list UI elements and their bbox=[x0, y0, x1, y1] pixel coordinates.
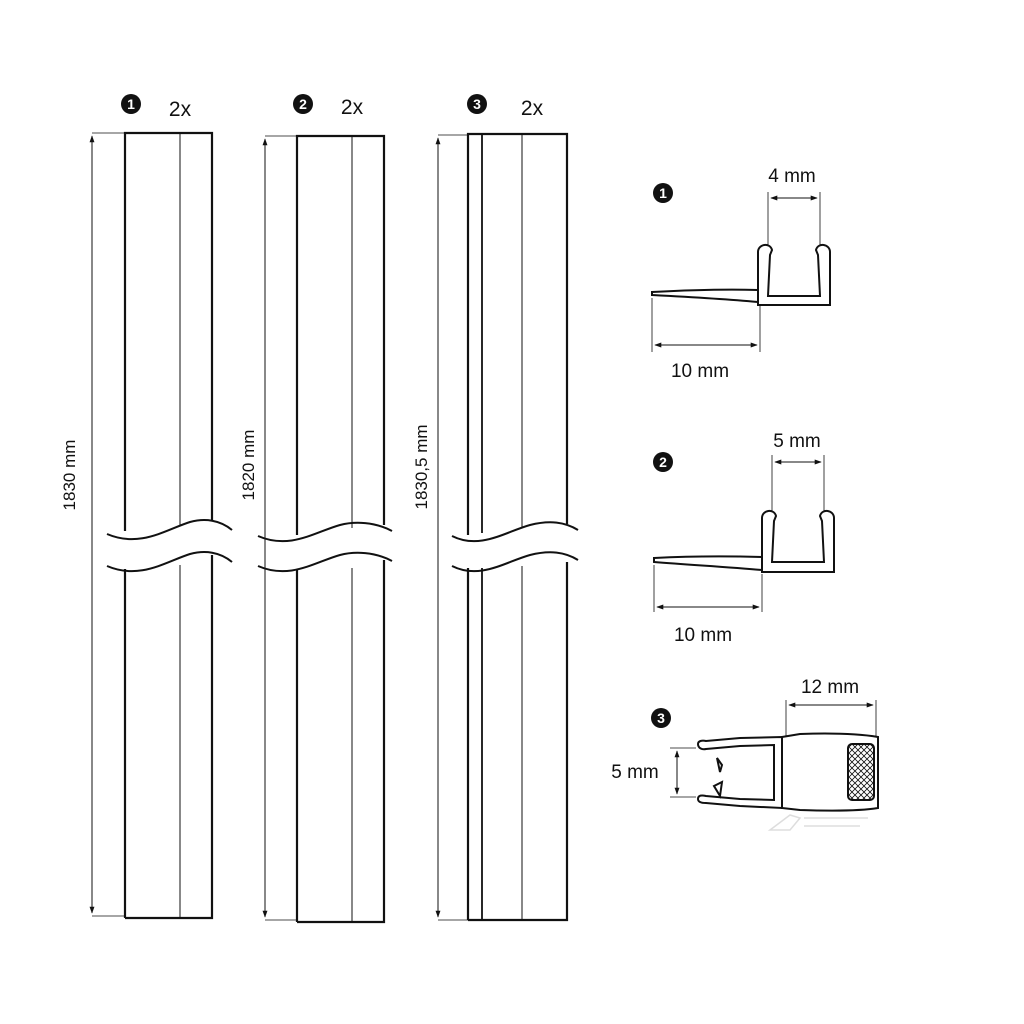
profile-1-flap-label: 10 mm bbox=[671, 361, 729, 382]
strip-2-body bbox=[257, 134, 393, 924]
profile-2-shape bbox=[653, 510, 835, 573]
strip-2: 2 2x 1820 mm bbox=[239, 94, 393, 924]
strip-3-quantity: 2x bbox=[521, 97, 544, 120]
profile-1-number-badge: 1 bbox=[653, 183, 673, 203]
svg-text:2: 2 bbox=[299, 96, 307, 112]
svg-text:2: 2 bbox=[659, 454, 667, 470]
strip-1-number-badge: 1 bbox=[121, 94, 141, 114]
strip-2-number-badge: 2 bbox=[293, 94, 313, 114]
strip-1-body bbox=[106, 131, 233, 920]
profile-1: 1 4 mm 10 mm bbox=[651, 166, 831, 382]
svg-text:1: 1 bbox=[127, 96, 135, 112]
strip-1: 1 2x 1830 mm bbox=[60, 94, 233, 920]
profile-3-magnet-strip bbox=[847, 743, 875, 801]
svg-text:3: 3 bbox=[473, 96, 481, 112]
strip-1-quantity: 2x bbox=[169, 98, 192, 121]
svg-text:3: 3 bbox=[657, 710, 665, 726]
strip-1-length-label: 1830 mm bbox=[60, 440, 79, 511]
strip-2-quantity: 2x bbox=[341, 96, 364, 119]
profile-1-width-label: 4 mm bbox=[768, 166, 816, 187]
profile-3-width-label: 12 mm bbox=[801, 677, 859, 698]
profile-3-number-badge: 3 bbox=[651, 708, 671, 728]
profile-2-flap-label: 10 mm bbox=[674, 625, 732, 646]
strip-3-body bbox=[451, 132, 579, 922]
profile-3-height-label: 5 mm bbox=[611, 762, 659, 783]
profile-1-shape bbox=[651, 244, 831, 306]
profile-2-width-label: 5 mm bbox=[773, 431, 821, 452]
strip-3-length-label: 1830,5 mm bbox=[412, 424, 431, 509]
strip-3-number-badge: 3 bbox=[467, 94, 487, 114]
profile-3-shape bbox=[696, 732, 879, 812]
strip-2-length-label: 1820 mm bbox=[239, 430, 258, 501]
profile-3: 3 12 mm 5 mm bbox=[611, 677, 879, 831]
profile-2: 2 5 mm 10 mm bbox=[653, 431, 835, 646]
svg-text:1: 1 bbox=[659, 185, 667, 201]
rs-logo-watermark bbox=[767, 814, 868, 831]
strip-3: 3 2x 1830,5 mm bbox=[412, 94, 579, 922]
profile-2-number-badge: 2 bbox=[653, 452, 673, 472]
